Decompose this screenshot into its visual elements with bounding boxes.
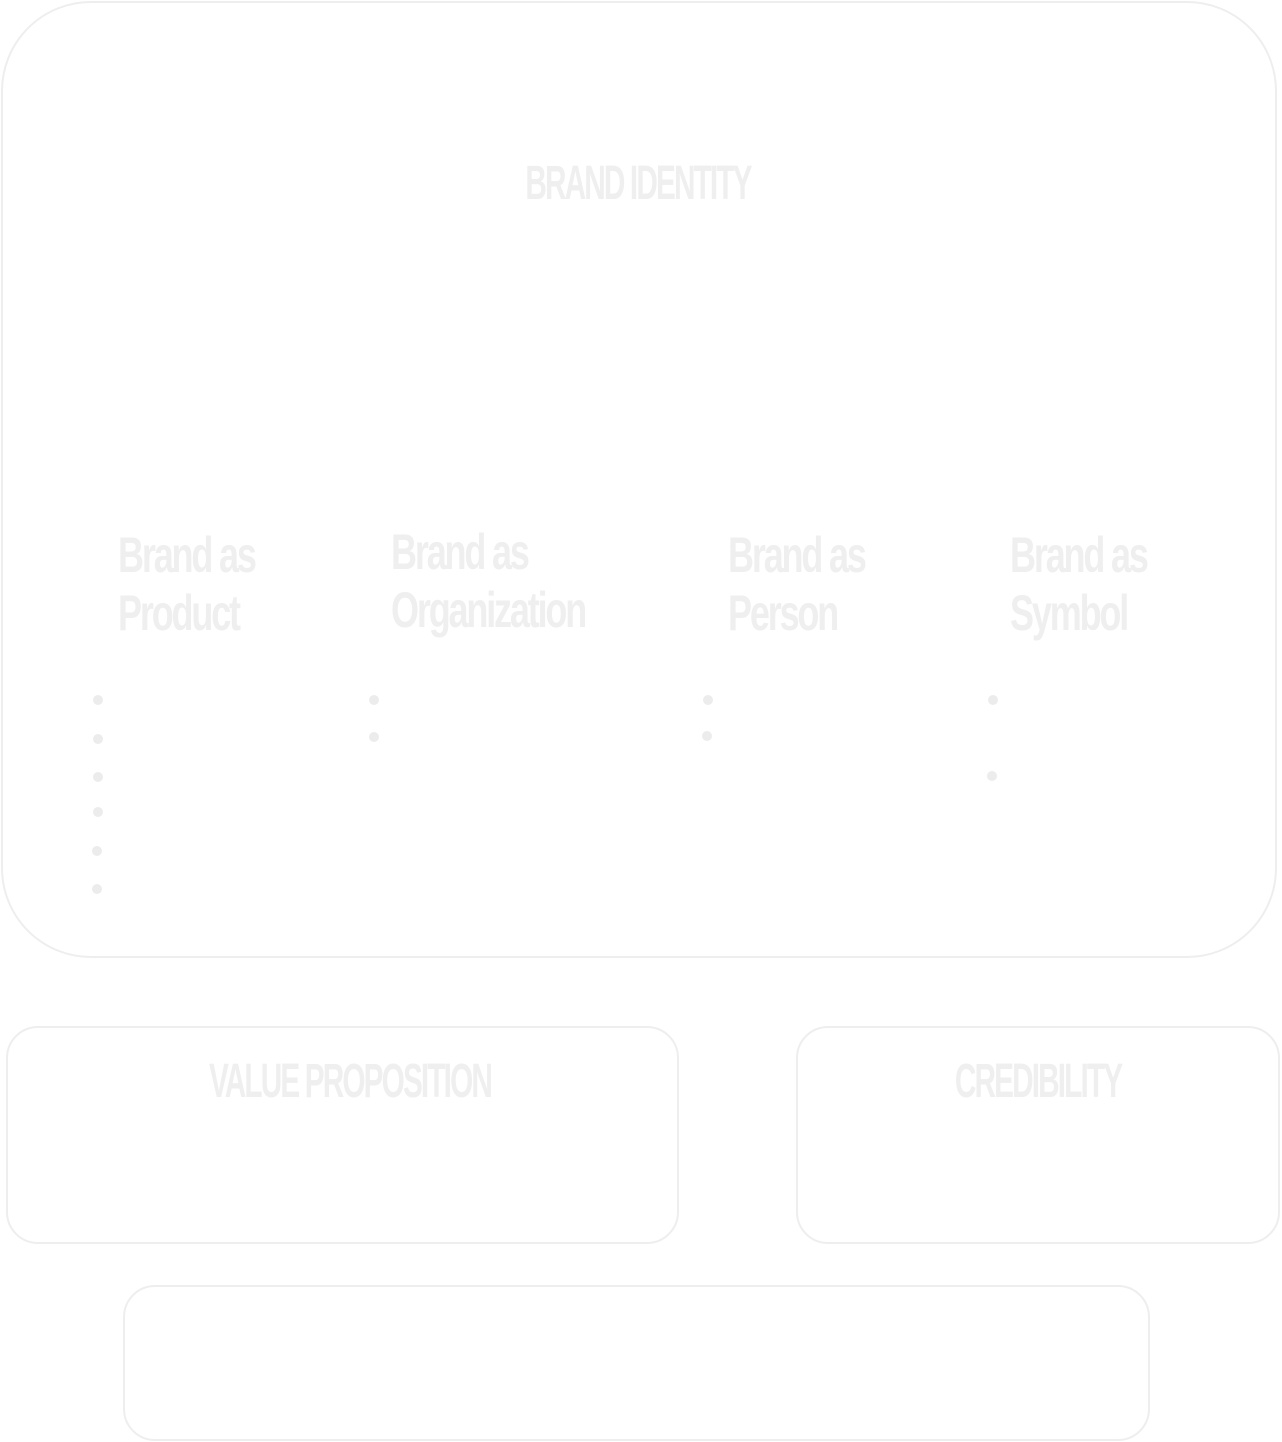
bottom-panel bbox=[123, 1285, 1150, 1441]
bullet-point bbox=[987, 771, 997, 781]
credibility-panel bbox=[796, 1026, 1280, 1244]
bullet-point bbox=[702, 731, 712, 741]
bullet-point bbox=[93, 734, 103, 744]
column-title-line: Brand as bbox=[391, 524, 530, 580]
value-proposition-title: VALUE PROPOSITION bbox=[208, 1055, 493, 1108]
bullet-point bbox=[93, 695, 103, 705]
column-title-line: Organization bbox=[391, 582, 587, 638]
bullet-point bbox=[369, 695, 379, 705]
credibility-title: CREDIBILITY bbox=[954, 1055, 1123, 1108]
bullet-point bbox=[93, 772, 103, 782]
bullet-point bbox=[369, 732, 379, 742]
bullet-point bbox=[988, 695, 998, 705]
bullet-point bbox=[703, 695, 713, 705]
bullet-point bbox=[92, 846, 102, 856]
column-title-product: Brand as Product bbox=[118, 526, 257, 642]
column-title-line: Product bbox=[118, 585, 241, 641]
column-title-symbol: Brand as Symbol bbox=[1010, 526, 1149, 642]
column-title-line: Brand as bbox=[118, 527, 257, 583]
column-title-line: Symbol bbox=[1010, 585, 1129, 641]
brand-identity-title: BRAND IDENTITY bbox=[525, 157, 752, 210]
brand-identity-panel bbox=[1, 1, 1277, 958]
value-proposition-panel bbox=[6, 1026, 679, 1244]
column-title-line: Brand as bbox=[1010, 527, 1149, 583]
column-title-organization: Brand as Organization bbox=[391, 523, 587, 639]
bullet-point bbox=[93, 807, 103, 817]
column-title-person: Brand as Person bbox=[728, 526, 867, 642]
column-title-line: Person bbox=[728, 585, 839, 641]
column-title-line: Brand as bbox=[728, 527, 867, 583]
bullet-point bbox=[92, 884, 102, 894]
